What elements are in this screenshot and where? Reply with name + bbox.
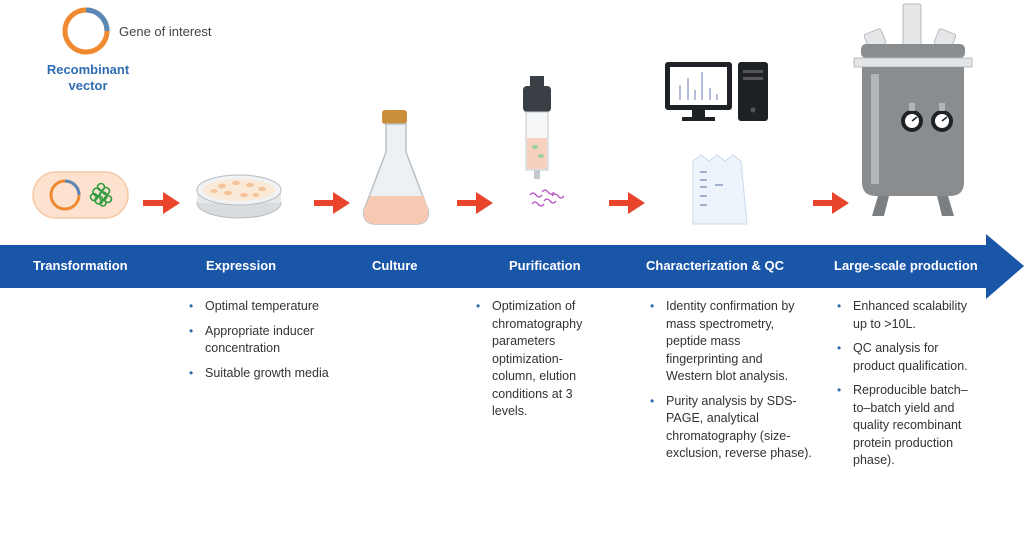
list-item: Optimal temperature <box>187 298 347 316</box>
list-item: Enhanced scalability up to >10L. <box>835 298 969 333</box>
bioreactor-icon <box>853 3 973 216</box>
step-arrow-4 <box>609 192 645 214</box>
characterization-notes: Identity confirmation by mass spectromet… <box>648 298 812 470</box>
large-scale-notes: Enhanced scalability up to >10L. QC anal… <box>835 298 969 477</box>
chromatography-column-icon <box>523 76 565 207</box>
list-item: Identity confirmation by mass spectromet… <box>648 298 812 386</box>
stage-label-purification: Purification <box>509 258 581 273</box>
computer-icon <box>665 62 768 121</box>
list-item: Optimization of chromatography parameter… <box>474 298 600 421</box>
list-item: QC analysis for product qualification. <box>835 340 969 375</box>
transformation-cell-icon <box>32 171 129 219</box>
list-item: Purity analysis by SDS-PAGE, analytical … <box>648 393 812 463</box>
purification-notes: Optimization of chromatography parameter… <box>474 298 600 428</box>
list-item: Reproducible batch–to–batch yield and qu… <box>835 382 969 470</box>
list-item: Suitable growth media <box>187 365 347 383</box>
culture-flask-icon <box>363 110 429 225</box>
recombinant-vector-icon <box>62 7 110 55</box>
step-arrow-3 <box>457 192 493 214</box>
step-arrow-2 <box>314 192 350 214</box>
process-timeline-arrow <box>0 234 1024 299</box>
stage-label-characterization: Characterization & QC <box>646 258 784 273</box>
gene-of-interest-label: Gene of interest <box>119 24 212 39</box>
expression-notes: Optimal temperature Appropriate inducer … <box>187 298 347 389</box>
stage-label-culture: Culture <box>372 258 418 273</box>
step-arrows <box>143 192 849 214</box>
sds-gel-icon <box>692 154 748 225</box>
stage-label-expression: Expression <box>206 258 277 273</box>
step-arrow-5 <box>813 192 849 214</box>
step-arrow-1 <box>143 192 180 214</box>
stage-label-large-scale: Large-scale production <box>834 258 978 273</box>
stage-label-transformation: Transformation <box>33 258 128 273</box>
list-item: Appropriate inducer concentration <box>187 323 347 358</box>
recombinant-vector-label: Recombinant vector <box>46 62 130 93</box>
petri-dish-icon <box>196 174 282 219</box>
